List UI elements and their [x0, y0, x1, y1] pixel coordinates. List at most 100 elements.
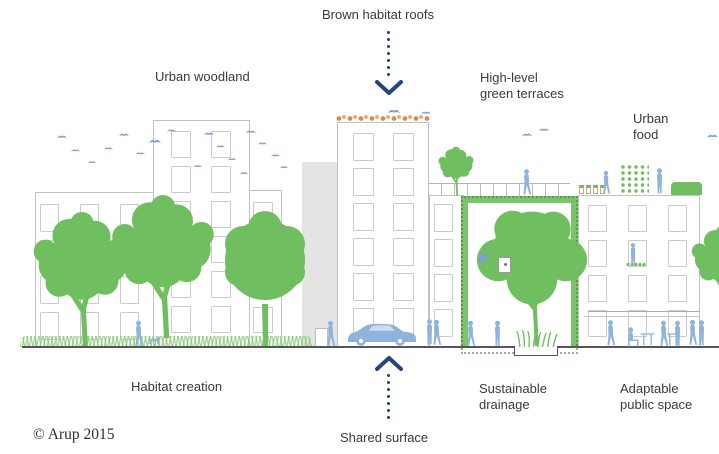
window — [353, 203, 374, 231]
window — [171, 306, 191, 333]
bird-icon — [388, 108, 400, 114]
window — [393, 203, 414, 231]
awning-line — [584, 315, 700, 317]
brown-habitat-roof — [336, 114, 430, 122]
bird-icon — [271, 153, 280, 158]
window — [588, 275, 607, 302]
background-building-massing — [302, 162, 337, 347]
window — [588, 240, 607, 267]
grass-verge — [20, 336, 312, 347]
window — [171, 131, 191, 158]
bird-icon — [216, 144, 225, 149]
awning-line — [588, 311, 700, 313]
window — [668, 205, 687, 232]
bird-icon — [707, 133, 718, 139]
window — [211, 271, 231, 298]
bird-icon — [88, 160, 96, 164]
window — [40, 204, 59, 232]
window-grid — [579, 196, 699, 337]
window — [393, 273, 414, 301]
birdhouse-icon — [498, 257, 511, 273]
rooftop-hedge — [671, 182, 702, 195]
label-adaptable-public-space: Adaptable public space — [620, 381, 693, 412]
label-urban-woodland: Urban woodland — [155, 69, 250, 84]
label-brown-habitat-roofs: Brown habitat roofs — [322, 7, 435, 22]
dog-icon — [148, 335, 161, 345]
window — [211, 131, 231, 158]
round-tree-icon — [211, 208, 319, 348]
pedestrian-icon — [325, 320, 336, 347]
plaza-person-icon — [605, 319, 616, 347]
window-grid — [338, 123, 428, 336]
bird-icon — [258, 141, 267, 146]
terrace-tree-icon — [431, 146, 481, 196]
bird-icon — [149, 138, 161, 144]
woodland-tree-icon — [106, 183, 220, 348]
vertical-growing-trellis — [621, 165, 649, 194]
ground-line — [22, 346, 719, 348]
window — [668, 240, 687, 267]
window — [171, 166, 191, 193]
central-tower — [337, 122, 429, 347]
bird-icon — [522, 132, 532, 137]
plaza-sitting-person-icon — [625, 327, 641, 347]
window — [668, 275, 687, 302]
bird-icon — [280, 165, 288, 169]
birdhouse-hole — [503, 263, 507, 266]
rooftop-planters — [579, 185, 605, 194]
car-icon — [345, 321, 419, 346]
arrow-up-icon — [375, 356, 403, 371]
bird-icon — [240, 171, 248, 175]
courtyard-person-icon — [492, 320, 503, 347]
planter-box-icon — [579, 185, 584, 194]
courtyard-tree-icon — [468, 202, 596, 347]
arrow-dotted-line — [387, 31, 390, 78]
rooftop-farmer-icon — [601, 170, 611, 195]
plaza-person-icon — [696, 320, 707, 346]
pedestrian-icon — [431, 319, 442, 346]
bird-icon — [246, 129, 256, 134]
label-urban-food: Urban food — [633, 111, 669, 142]
label-sustainable-drainage: Sustainable drainage — [479, 381, 547, 412]
label-habitat-creation: Habitat creation — [131, 379, 223, 394]
window — [353, 168, 374, 196]
window — [353, 133, 374, 161]
label-high-level-green-terraces: High-level green terraces — [480, 70, 564, 101]
bird-icon — [194, 164, 202, 168]
window — [211, 306, 231, 333]
copyright-notice: © Arup 2015 — [33, 426, 115, 443]
planter-box-icon — [586, 185, 591, 194]
window — [393, 133, 414, 161]
window — [434, 239, 453, 267]
rooftop-farmer-icon — [654, 168, 665, 194]
bird-icon — [57, 134, 67, 139]
bird-icon — [71, 148, 80, 153]
arrow-dotted-line — [387, 374, 390, 422]
window — [211, 201, 231, 228]
bird-icon — [421, 110, 431, 115]
window — [211, 166, 231, 193]
cafe-table-icon — [641, 333, 654, 346]
plaza-person-icon — [672, 320, 683, 347]
bird-icon — [204, 131, 214, 136]
sunken-drainage — [514, 346, 558, 356]
bird-icon — [136, 151, 145, 156]
window-person-icon — [628, 243, 638, 266]
window — [588, 205, 607, 232]
bird-icon — [167, 128, 176, 133]
terrace-walker-icon — [521, 169, 532, 195]
window — [393, 238, 414, 266]
label-shared-surface: Shared surface — [340, 430, 429, 445]
bird-icon — [539, 127, 549, 132]
arrow-down-icon — [375, 80, 403, 95]
window — [628, 275, 647, 302]
window — [353, 273, 374, 301]
courtyard-person-icon — [465, 320, 476, 347]
drainage-grass-icon — [513, 329, 561, 347]
window — [434, 274, 453, 302]
window-grid — [430, 196, 463, 337]
bird-icon — [228, 157, 236, 161]
window — [393, 168, 414, 196]
planter-box-icon — [593, 185, 598, 194]
